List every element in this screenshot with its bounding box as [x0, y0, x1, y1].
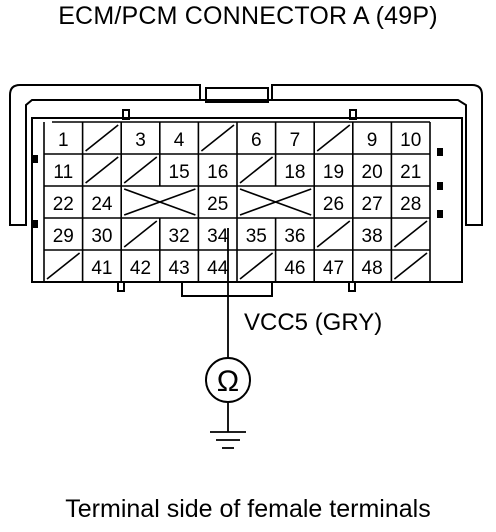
terminal-label: 21: [400, 162, 421, 183]
terminal-label: 22: [53, 194, 74, 215]
terminal-label: 28: [400, 194, 421, 215]
ground-icon: [210, 431, 246, 449]
terminal-label: 35: [246, 226, 267, 247]
terminal-label: 9: [367, 130, 378, 151]
terminal-label: 7: [290, 130, 301, 151]
wire-label: VCC5 (GRY): [244, 309, 383, 336]
empty-cell-slash: [123, 156, 158, 184]
terminal-label: 1: [58, 130, 69, 151]
terminal-label: 18: [284, 162, 305, 183]
terminal-label: 34: [207, 226, 229, 247]
empty-cell-slash: [46, 252, 81, 280]
terminal-label: 10: [400, 130, 421, 151]
ohmmeter-icon: Ω: [205, 357, 251, 403]
terminal-label: 11: [53, 162, 73, 183]
terminal-label: 44: [207, 258, 229, 279]
blocked-cell-cross: [239, 188, 312, 216]
terminal-label: 47: [323, 258, 344, 279]
empty-cell-slash: [123, 220, 158, 248]
terminal-label: 16: [207, 162, 228, 183]
empty-cell-slash: [239, 252, 274, 280]
empty-cell-slash: [393, 252, 428, 280]
diagram-title: ECM/PCM CONNECTOR A (49P): [58, 2, 438, 30]
terminal-label: 6: [251, 130, 262, 151]
terminal-label: 26: [323, 194, 344, 215]
terminal-label: 43: [169, 258, 190, 279]
terminal-label: 25: [207, 194, 228, 215]
terminal-label: 48: [362, 258, 383, 279]
empty-cell-slash: [85, 124, 119, 152]
terminal-label: 38: [362, 226, 383, 247]
terminal-label: 41: [91, 258, 112, 279]
terminal-label: 32: [169, 226, 190, 247]
terminal-label: 30: [91, 226, 112, 247]
empty-cell-slash: [393, 220, 428, 248]
terminal-label: 24: [91, 194, 113, 215]
empty-cell-slash: [316, 220, 351, 248]
blocked-cell-cross: [123, 188, 196, 216]
terminal-label: 29: [53, 226, 74, 247]
terminal-label: 36: [284, 226, 305, 247]
svg-text:Ω: Ω: [217, 365, 239, 398]
diagram-caption: Terminal side of female terminals: [65, 495, 431, 523]
terminal-label: 42: [130, 258, 151, 279]
terminal-label: 15: [169, 162, 190, 183]
terminal-label: 3: [135, 130, 146, 151]
terminal-label: 20: [362, 162, 383, 183]
empty-cell-slash: [85, 156, 119, 184]
empty-cell-slash: [200, 124, 235, 152]
terminal-label: 46: [284, 258, 305, 279]
terminal-label: 4: [174, 130, 185, 151]
terminal-label: 19: [323, 162, 344, 183]
empty-cell-slash: [316, 124, 351, 152]
terminal-label: 27: [362, 194, 383, 215]
empty-cell-slash: [239, 156, 274, 184]
